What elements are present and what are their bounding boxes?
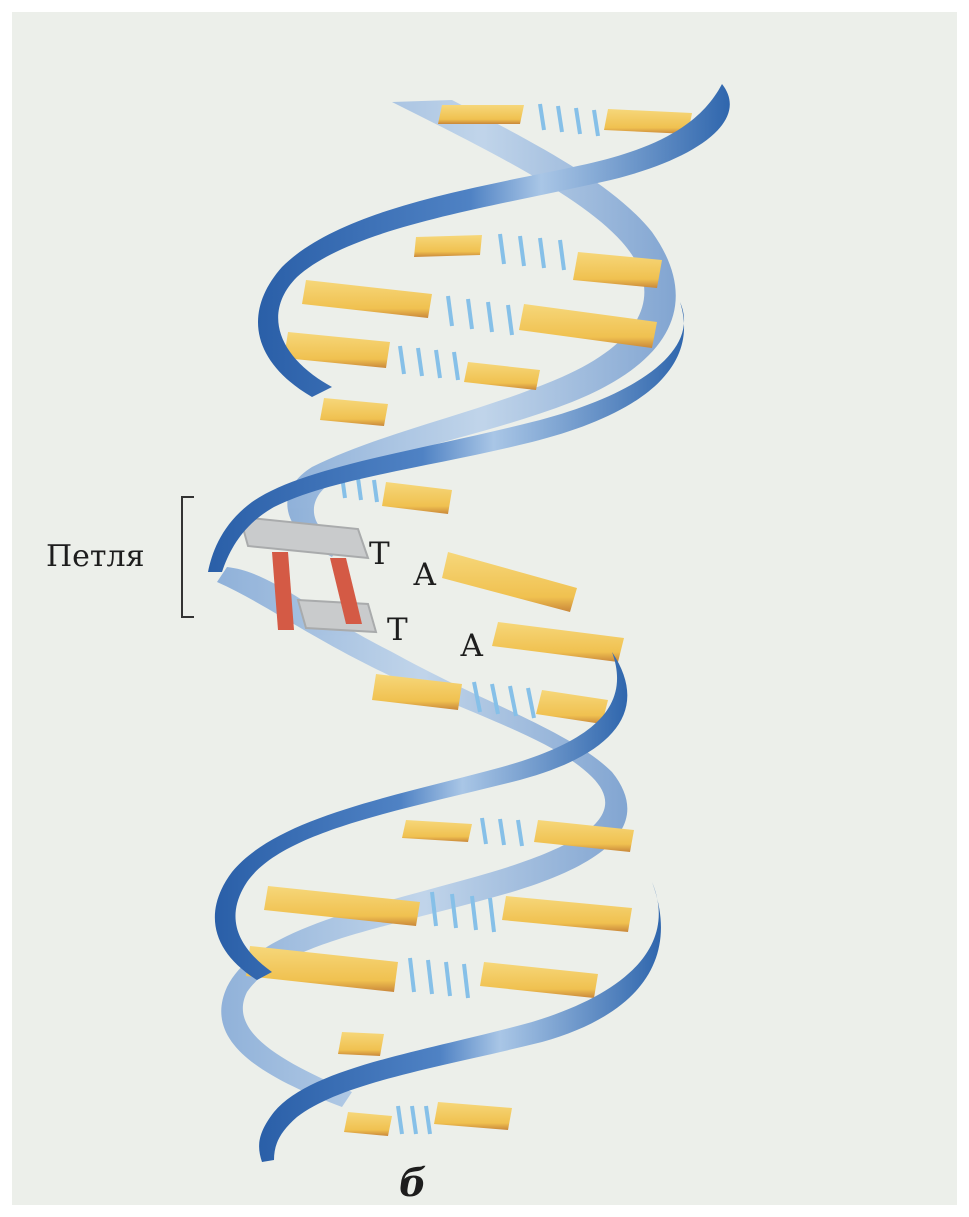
base-pair	[342, 476, 452, 514]
base-pair	[338, 1032, 384, 1056]
base-pair	[302, 280, 657, 348]
base-label-thymine-1: Т	[369, 536, 390, 572]
dna-figure: Петля Т А Т А б	[12, 12, 957, 1205]
base-pair	[246, 946, 598, 998]
loop-label: Петля	[46, 539, 145, 574]
base-pair	[492, 622, 624, 662]
thymine-dimer-loop	[240, 517, 376, 632]
base-label-adenine-2: А	[460, 628, 483, 664]
base-pair	[320, 398, 388, 426]
square-bracket-icon	[182, 497, 194, 617]
base-label-thymine-2: Т	[387, 612, 408, 648]
base-pair	[344, 1102, 512, 1136]
base-label-adenine-1: А	[413, 557, 436, 593]
panel-letter: б	[399, 1160, 426, 1205]
base-pair	[284, 332, 540, 390]
dna-double-helix-icon	[12, 12, 957, 1205]
base-pair	[442, 552, 577, 612]
